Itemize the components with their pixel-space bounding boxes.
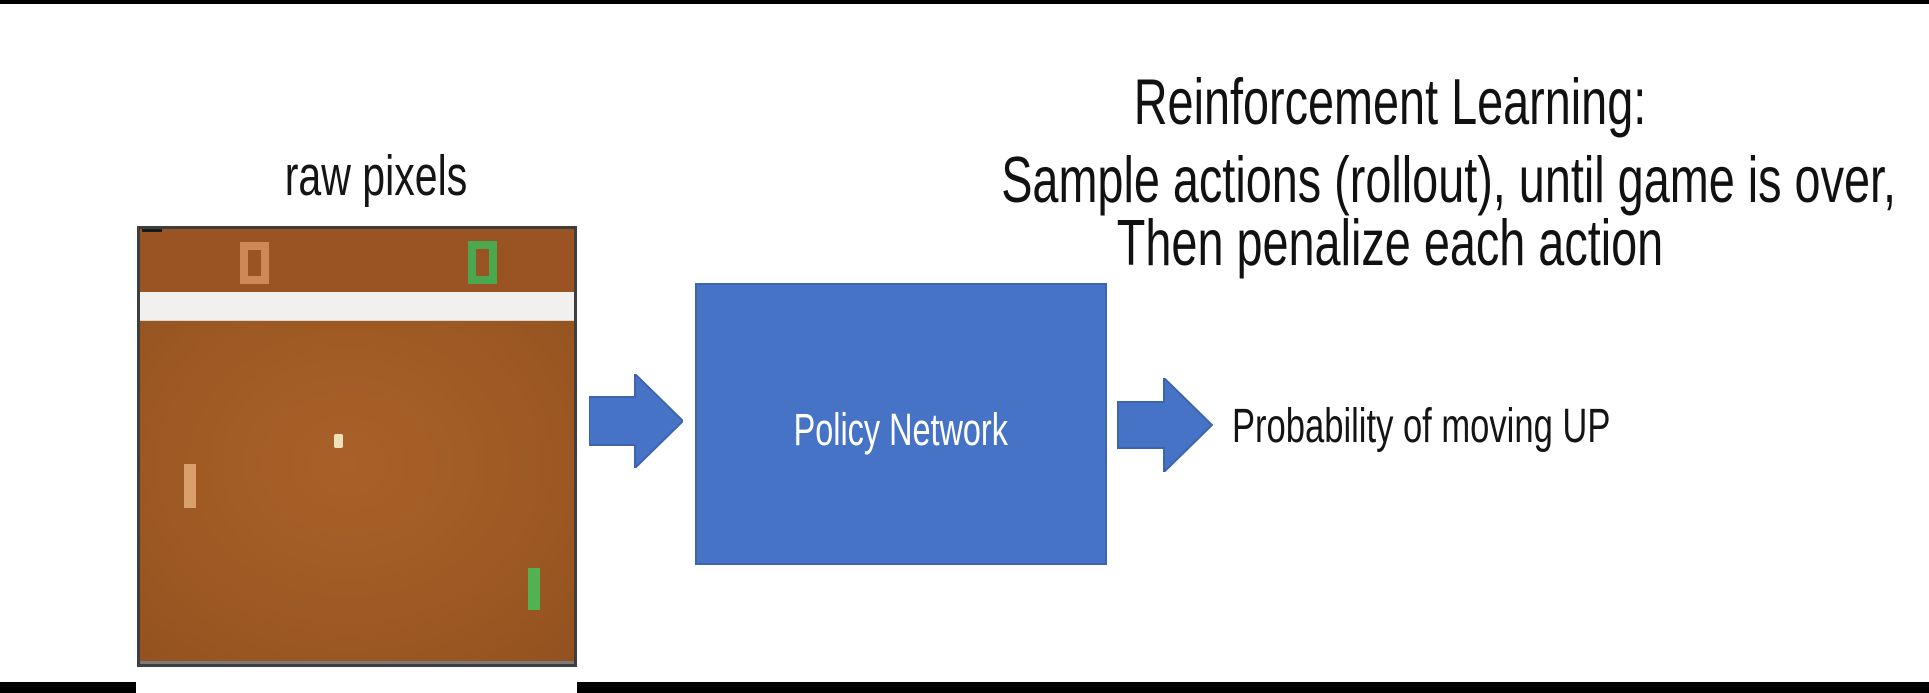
slide-title-line-2: Sample actions (rollout), until game is … bbox=[1001, 143, 1897, 216]
pong-white-band bbox=[140, 292, 574, 320]
letterbox-bottom-bar-left bbox=[0, 682, 136, 693]
pong-right-score-digit bbox=[468, 241, 497, 284]
input-arrow-icon bbox=[589, 374, 683, 468]
output-arrow-icon bbox=[1117, 378, 1213, 472]
pong-game-screenshot bbox=[137, 226, 577, 667]
pong-ball bbox=[334, 434, 343, 448]
policy-network-label: Policy Network bbox=[793, 404, 1009, 455]
pong-bottom-border-line bbox=[140, 661, 574, 664]
letterbox-bottom-bar-right bbox=[577, 682, 1929, 693]
output-arrow-shape bbox=[1117, 378, 1213, 472]
raw-pixels-label: raw pixels bbox=[284, 144, 468, 208]
input-arrow-shape bbox=[589, 374, 683, 468]
policy-network-box: Policy Network bbox=[695, 283, 1107, 565]
pong-left-score-digit bbox=[240, 242, 269, 284]
letterbox-top-bar bbox=[0, 0, 1929, 4]
pong-green-paddle bbox=[528, 568, 540, 610]
probability-label: Probability of moving UP bbox=[1232, 399, 1611, 453]
slide-title-line-1: Reinforcement Learning: bbox=[1133, 65, 1647, 138]
slide-title: Reinforcement Learning: Sample actions (… bbox=[1001, 0, 1897, 300]
pong-corner-artifact bbox=[142, 229, 162, 232]
pong-orange-paddle bbox=[184, 464, 196, 508]
slide-title-line-3: Then penalize each action bbox=[1116, 206, 1664, 279]
pong-score-strip bbox=[140, 229, 574, 292]
